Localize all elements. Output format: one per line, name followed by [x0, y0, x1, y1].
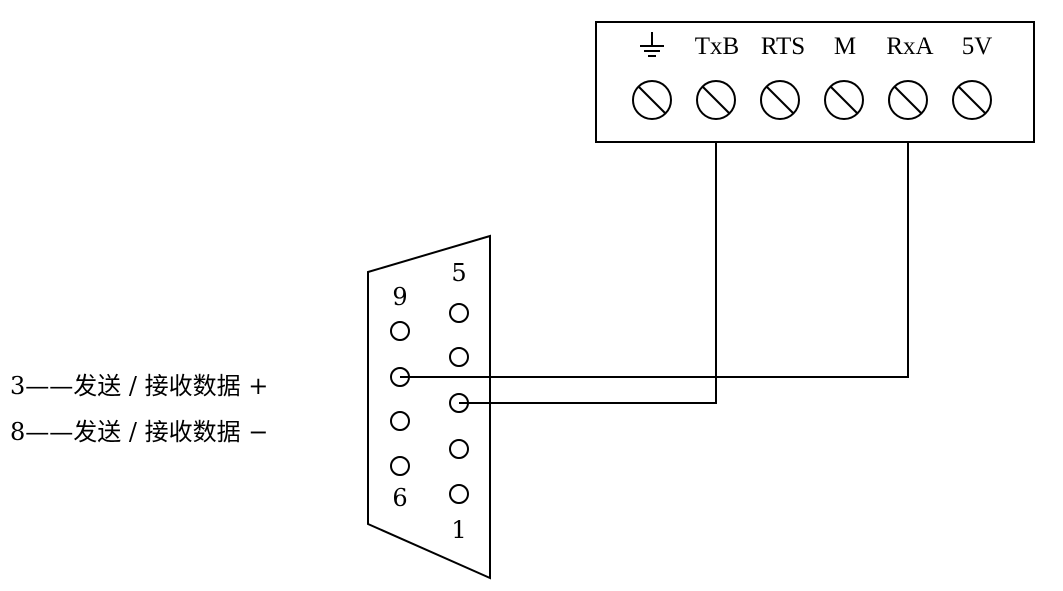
wire-rxa [400, 142, 909, 378]
pin-hole [449, 484, 469, 504]
screw-terminal-icon [952, 80, 992, 120]
terminal-block-frame [595, 21, 1035, 143]
terminal-block: TxB RTS M RxA 5V [595, 21, 1035, 143]
pin-hole [449, 439, 469, 459]
screw-terminal-icon [760, 80, 800, 120]
ground-icon [640, 32, 664, 57]
pin-hole [449, 303, 469, 323]
terminal-label-m: M [834, 33, 856, 60]
pin-hole [390, 411, 410, 431]
pin-label-1: 1 [451, 516, 466, 544]
screw-terminal-icon [888, 80, 928, 120]
screw-terminal-icon [632, 80, 672, 120]
screw-terminal-icon [824, 80, 864, 120]
connector-shell [367, 234, 491, 580]
terminal-label-rxa: RxA [886, 33, 933, 60]
pin-label-6: 6 [392, 484, 407, 512]
side-label-pin8: 8——发送 / 接收数据 − [10, 418, 268, 446]
terminal-label-5v: 5V [962, 33, 993, 60]
db9-connector: 9 5 6 1 [367, 234, 491, 580]
pin-label-5: 5 [451, 259, 466, 287]
side-label-pin3: 3——发送 / 接收数据 + [10, 372, 268, 400]
terminal-label-rts: RTS [761, 33, 805, 60]
screw-terminal-icon [696, 80, 736, 120]
pin-hole [390, 321, 410, 341]
pin-hole [390, 456, 410, 476]
pin-label-9: 9 [392, 283, 407, 311]
wire-txb [459, 142, 717, 404]
terminal-label-txb: TxB [695, 33, 739, 60]
pin-hole [449, 347, 469, 367]
